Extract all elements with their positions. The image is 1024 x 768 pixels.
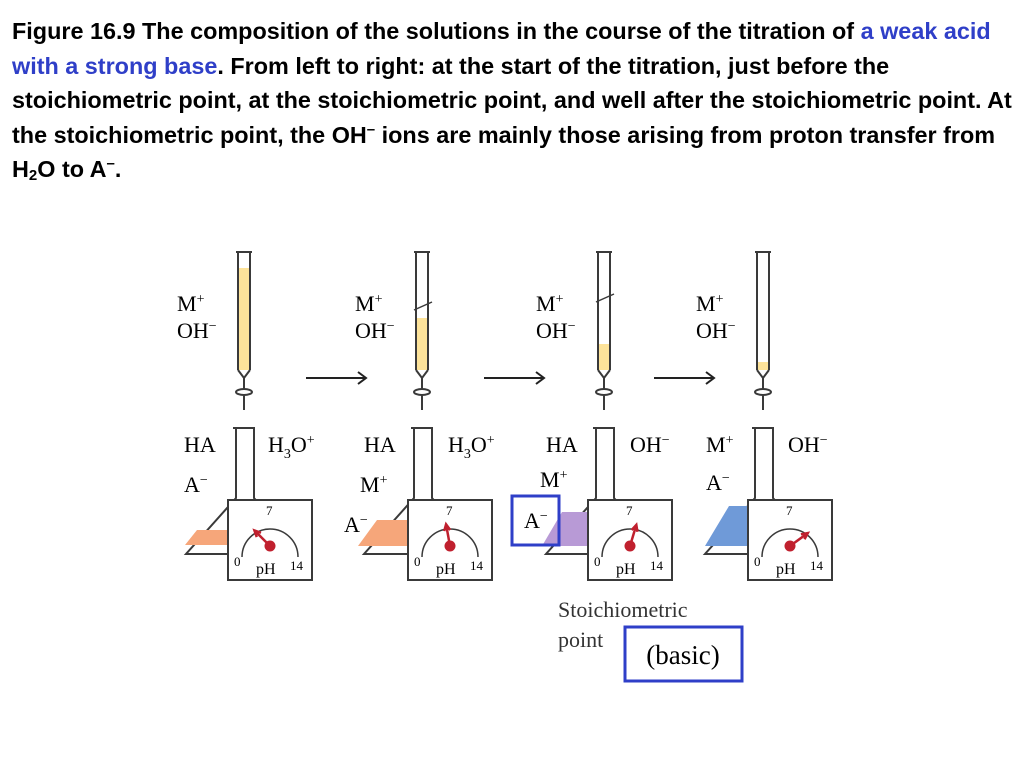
burette (413, 251, 433, 410)
titrant-liquid (757, 362, 769, 370)
burette-anion-label: OH− (355, 318, 395, 343)
stopcock (595, 388, 613, 396)
caption-highlight: a weak acid with a strong base (12, 18, 991, 79)
meter-min-label: 0 (414, 554, 421, 569)
meter-box (587, 499, 673, 581)
meter-max-label: 14 (810, 558, 824, 573)
caption-text-2: . From left to right: at the start of th… (12, 52, 1012, 148)
meter-box (227, 499, 313, 581)
titrant-liquid (598, 344, 610, 370)
stage-4: M+ OH− M+ A− OH− 7 0 14 pH (696, 251, 833, 581)
burette (235, 251, 253, 410)
titrant-liquid (416, 318, 428, 370)
caption-text-4: O to A (37, 156, 107, 182)
needle-arrowhead (442, 521, 452, 532)
burette-cation-label: M+ (177, 291, 205, 316)
stage-3: M+ OH− HA M+ A− OH− 7 0 14 pH (510, 251, 744, 683)
caption-minus-2: – (106, 155, 115, 172)
species-right-1: OH− (630, 432, 670, 457)
species-left-1: M+ (706, 432, 734, 457)
species-left-2: A− (184, 472, 208, 497)
stoich-label-line1: Stoichiometric (558, 597, 688, 622)
meter-needle (624, 522, 639, 552)
meter-ph-label: pH (776, 561, 796, 578)
stage-2: M+ OH− HA M+ A− H3O+ 7 0 14 pH (344, 251, 495, 581)
titrant-liquid (238, 268, 250, 370)
arrow-3 (654, 371, 716, 385)
basic-box (623, 625, 744, 683)
meter-box (747, 499, 833, 581)
needle-arrowhead (630, 522, 639, 533)
arrow-1 (306, 371, 368, 385)
basic-label: (basic) (646, 640, 719, 670)
meter-min-label: 0 (754, 554, 761, 569)
burette-cation-label: M+ (355, 291, 383, 316)
stopcock (754, 388, 772, 396)
species-left-2: M+ (540, 467, 568, 492)
species-left-1: HA (364, 432, 396, 457)
species-left-1: HA (184, 432, 216, 457)
stopcock (413, 388, 431, 396)
meter-min-label: 0 (234, 554, 241, 569)
meter-mid-label: 7 (626, 503, 633, 518)
caption-text-1: Figure 16.9 The composition of the solut… (12, 18, 861, 44)
species-left-2: A− (706, 470, 730, 495)
needle-arrowhead (800, 531, 811, 540)
burette (595, 251, 615, 410)
needle-arrowhead (252, 528, 262, 538)
species-left-2: M+ (360, 472, 388, 497)
caption-sub-2: 2 (28, 167, 38, 184)
ph-meter: 7 0 14 pH (747, 499, 833, 581)
meter-max-label: 14 (470, 558, 484, 573)
meter-ph-label: pH (436, 561, 456, 578)
arrow-2 (484, 371, 546, 385)
stage-1: M+ OH− HA A− H3O+ 7 0 14 pH (177, 251, 315, 581)
burette-cation-label: M+ (696, 291, 724, 316)
species-right-1: H3O+ (448, 432, 495, 462)
needle-pivot (444, 540, 456, 552)
meter-arc (601, 528, 659, 558)
burette-anion-label: OH− (696, 318, 736, 343)
needle-pivot (624, 540, 636, 552)
burette-cation-label: M+ (536, 291, 564, 316)
species-left-1: HA (546, 432, 578, 457)
figure-caption: Figure 16.9 The composition of the solut… (12, 14, 1012, 187)
meter-max-label: 14 (290, 558, 304, 573)
meter-max-label: 14 (650, 558, 664, 573)
species-right-1: H3O+ (268, 432, 315, 462)
needle-pivot (264, 540, 276, 552)
caption-minus-1: – (366, 120, 376, 138)
meter-ph-label: pH (616, 561, 636, 578)
meter-needle (784, 531, 811, 552)
meter-mid-label: 7 (446, 503, 453, 518)
burette-anion-label: OH− (536, 318, 576, 343)
ph-meter: 7 0 14 pH (227, 499, 313, 581)
stoich-label-line2: point (558, 627, 603, 652)
meter-needle (252, 528, 276, 552)
caption-text-3: ions are mainly those arising from proto… (12, 121, 996, 183)
ph-meter: 7 0 14 pH (587, 499, 673, 581)
meter-ph-label: pH (256, 561, 276, 578)
species-left-3: A− (344, 512, 368, 537)
ph-meter: 7 0 14 pH (407, 499, 493, 581)
highlight-box-anion (510, 494, 561, 547)
meter-arc (241, 528, 299, 558)
needle-pivot (784, 540, 796, 552)
species-right-1: OH− (788, 432, 828, 457)
stopcock (235, 388, 253, 396)
meter-min-label: 0 (594, 554, 601, 569)
burette (754, 251, 772, 410)
meter-arc (761, 528, 819, 558)
caption-text-5: . (114, 156, 122, 182)
meter-needle (442, 521, 456, 552)
species-left-3: A− (524, 508, 548, 533)
meter-mid-label: 7 (266, 503, 273, 518)
meter-mid-label: 7 (786, 503, 793, 518)
burette-anion-label: OH− (177, 318, 217, 343)
